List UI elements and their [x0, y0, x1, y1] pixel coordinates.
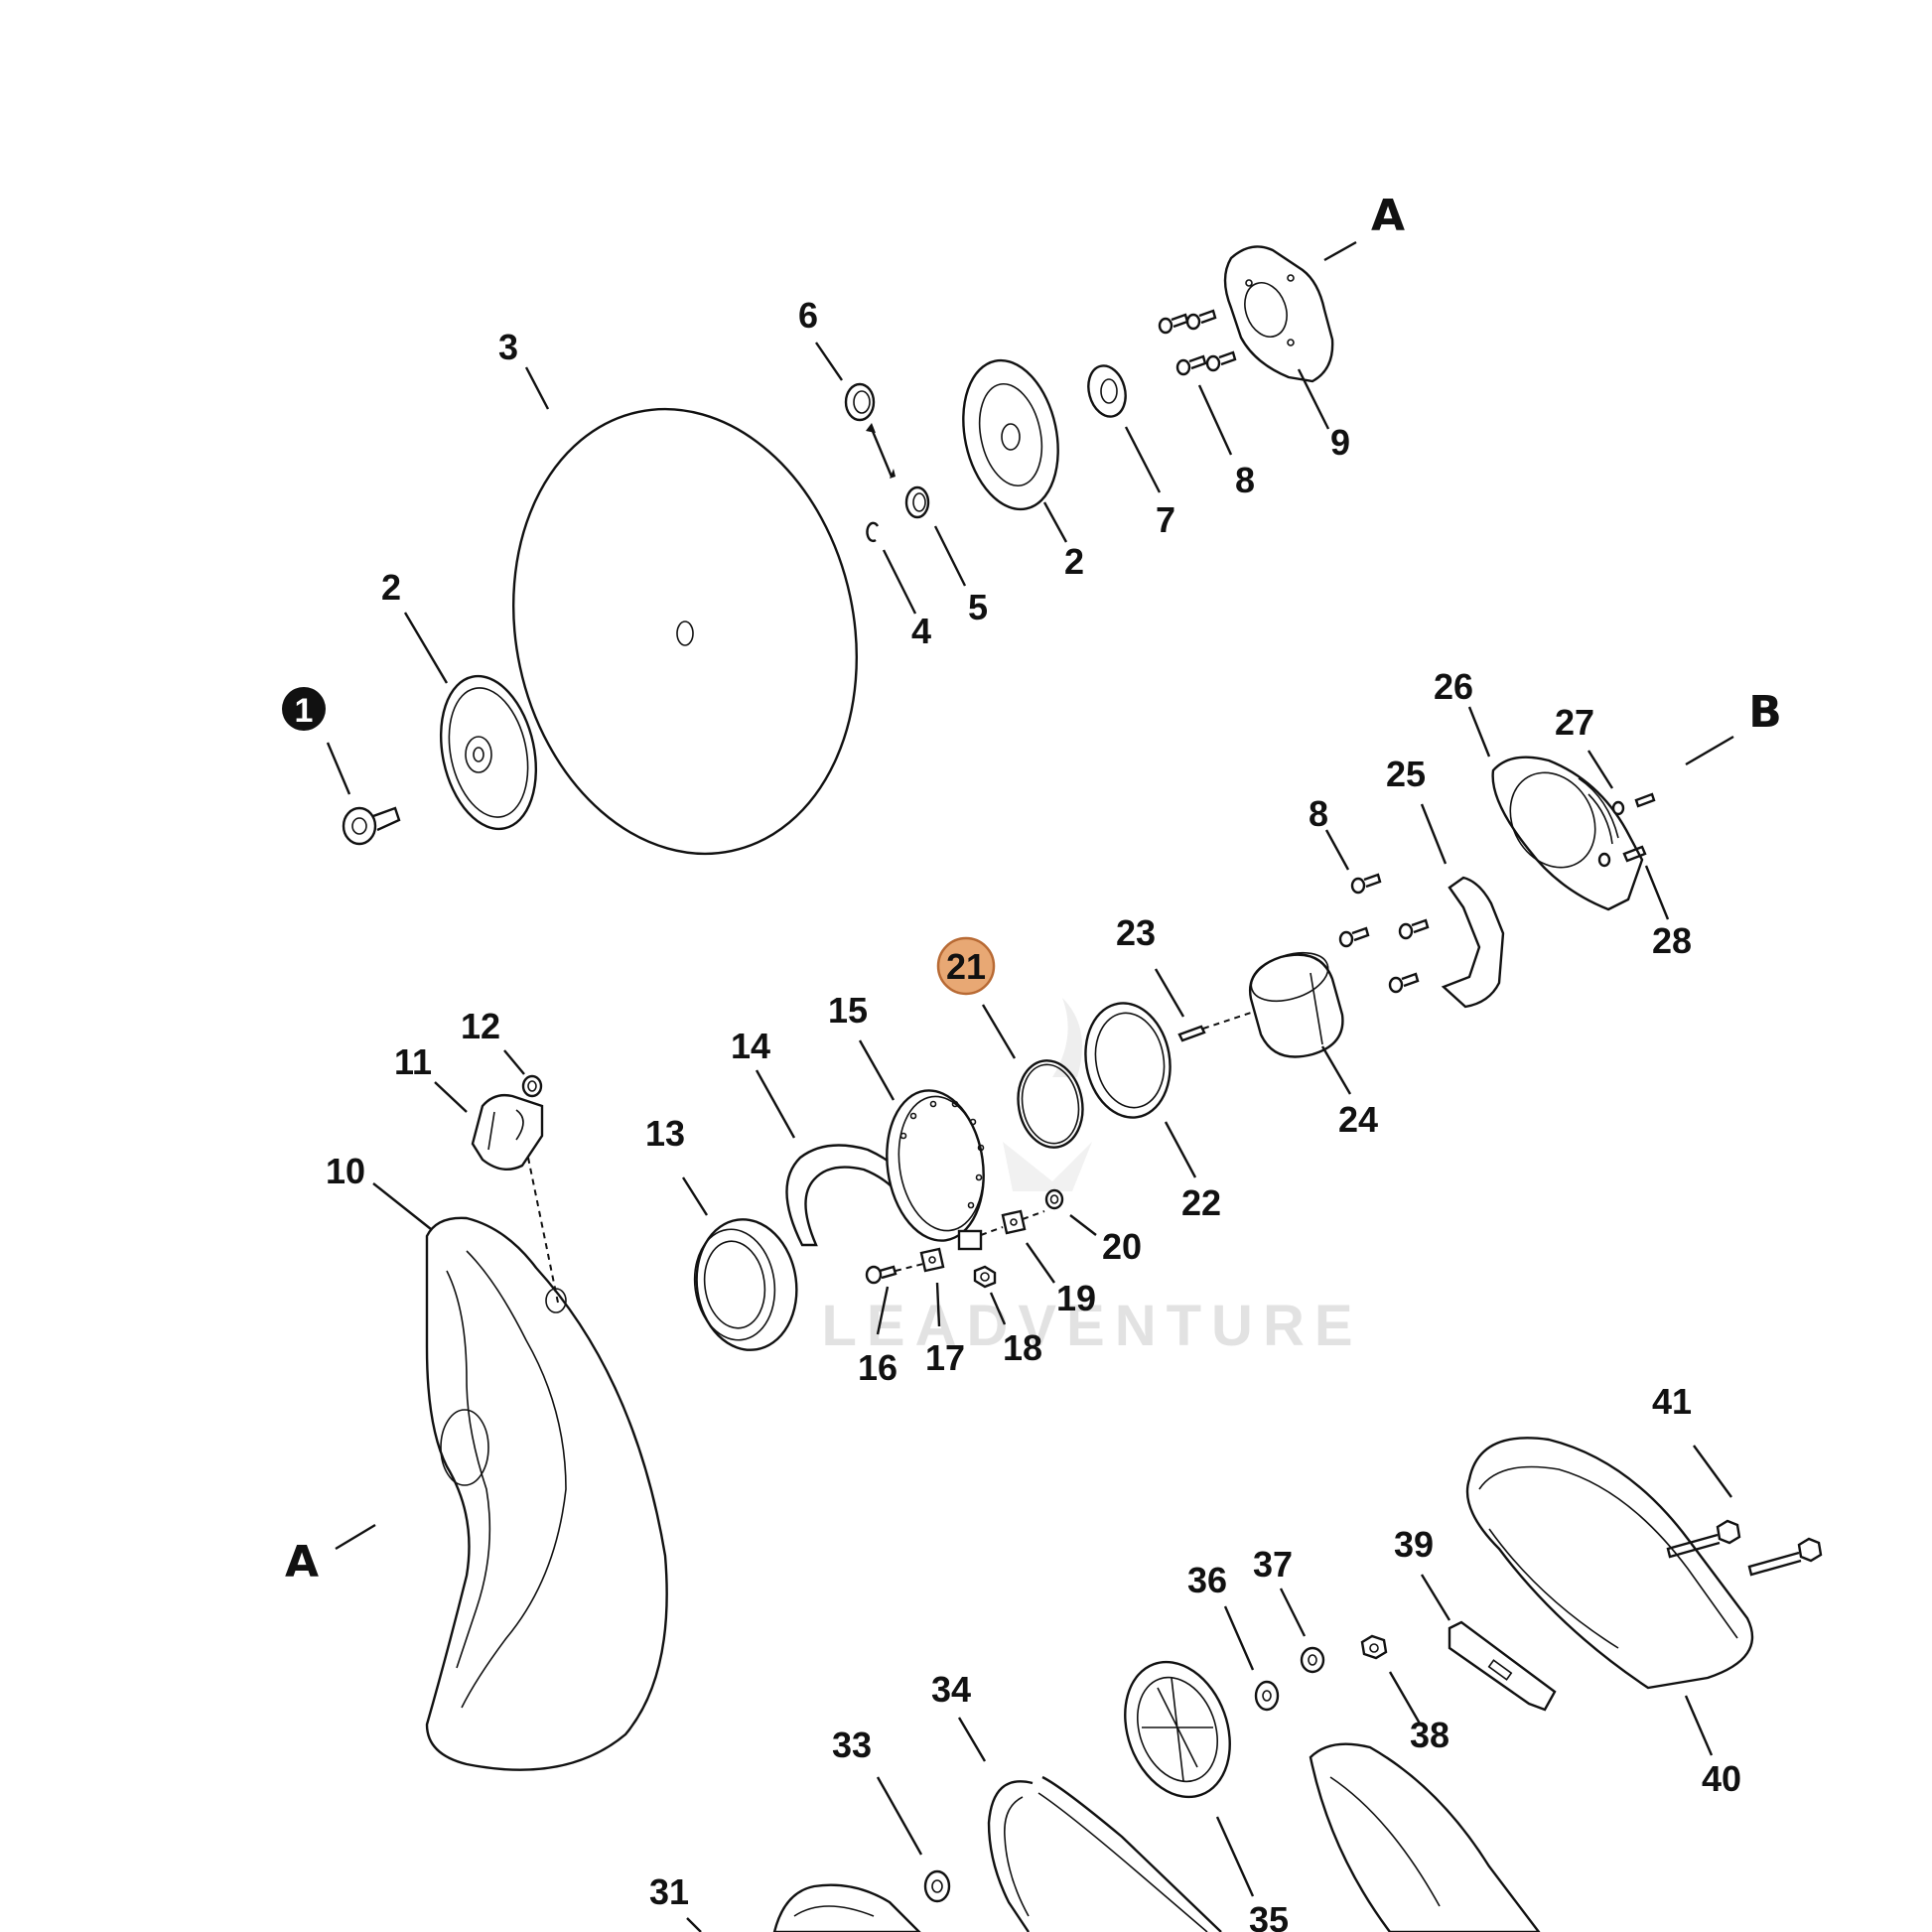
label-24: 24: [1338, 1099, 1378, 1140]
part-11-bracket[interactable]: [471, 1093, 544, 1172]
part-13-seal[interactable]: [688, 1213, 805, 1357]
part-36-washer[interactable]: [1254, 1680, 1280, 1712]
watermark-logo: [1003, 998, 1092, 1191]
label-2-right: 2: [1064, 541, 1084, 582]
part-8-screws-top[interactable]: [1158, 309, 1237, 376]
part-9-mounting-plate[interactable]: [1223, 245, 1334, 383]
part-lower-housing[interactable]: [1309, 1742, 1541, 1932]
label-39: 39: [1394, 1524, 1434, 1565]
label-15: 15: [828, 990, 868, 1031]
part-19-square-nut[interactable]: [1001, 1209, 1027, 1235]
part-24-drum-bushing[interactable]: [1245, 944, 1344, 1058]
label-11: 11: [394, 1041, 432, 1082]
label-23: 23: [1116, 912, 1156, 953]
part-38-nut[interactable]: [1360, 1634, 1388, 1660]
label-20: 20: [1102, 1226, 1142, 1267]
part-6-bushing[interactable]: [844, 382, 876, 422]
part-39-tension-plate[interactable]: [1448, 1620, 1557, 1712]
watermark-text: LEADVENTURE: [821, 1294, 1362, 1358]
part-20-nut[interactable]: [1044, 1188, 1064, 1210]
label-36: 36: [1187, 1560, 1227, 1600]
part-16-screw[interactable]: [865, 1265, 897, 1285]
part-22-ring[interactable]: [1077, 997, 1179, 1125]
part-15-retaining-ring[interactable]: [878, 1084, 993, 1251]
label-27: 27: [1555, 702, 1594, 743]
label-8-middle: 8: [1309, 793, 1328, 834]
label-31: 31: [649, 1871, 689, 1912]
label-17: 17: [925, 1337, 965, 1378]
label-9: 9: [1330, 422, 1350, 463]
part-1-arbor-bolt[interactable]: [342, 806, 401, 846]
label-3: 3: [498, 327, 518, 367]
label-28: 28: [1652, 920, 1692, 961]
label-41: 41: [1652, 1381, 1692, 1422]
label-6: 6: [798, 295, 818, 336]
label-25: 25: [1386, 754, 1426, 794]
part-17-square-nut[interactable]: [919, 1247, 945, 1273]
section-label-a-top: A: [1371, 191, 1405, 241]
callout-1-circle: [282, 687, 326, 731]
part-18-hex-nut[interactable]: [973, 1265, 997, 1289]
part-23-pin[interactable]: [1177, 1025, 1206, 1042]
label-22: 22: [1181, 1182, 1221, 1223]
part-26-belt-guard[interactable]: [1491, 756, 1644, 911]
part-8-screws-middle[interactable]: [1338, 873, 1430, 994]
part-4-circlip[interactable]: [866, 521, 880, 542]
part-37-washer[interactable]: [1300, 1646, 1325, 1674]
label-33: 33: [832, 1725, 872, 1765]
label-5: 5: [968, 587, 988, 627]
part-2-outer-flange[interactable]: [428, 667, 549, 838]
label-12: 12: [461, 1006, 500, 1046]
part-7-washer[interactable]: [1083, 361, 1131, 421]
part-21-o-ring[interactable]: [1012, 1055, 1089, 1153]
part-33-washer[interactable]: [923, 1869, 951, 1903]
label-4: 4: [911, 611, 931, 651]
label-19: 19: [1056, 1278, 1096, 1318]
label-26: 26: [1434, 666, 1473, 707]
label-8-top: 8: [1235, 460, 1255, 500]
callout-21-highlight[interactable]: [936, 936, 996, 996]
part-3-cutting-blade[interactable]: [474, 377, 897, 887]
label-13: 13: [645, 1113, 685, 1154]
part-34-drive-belt[interactable]: [987, 1775, 1222, 1932]
section-label-a-left: A: [285, 1537, 319, 1587]
part-5-bushing[interactable]: [904, 485, 930, 519]
label-37: 37: [1253, 1544, 1293, 1585]
label-21: 21: [946, 946, 986, 987]
part-10-guard-arm[interactable]: [425, 1216, 668, 1771]
part-2-inner-flange[interactable]: [950, 351, 1071, 518]
part-25-guard-bracket[interactable]: [1441, 876, 1505, 1009]
label-18: 18: [1003, 1327, 1042, 1368]
callout-1-text: 1: [295, 692, 314, 730]
section-label-b: B: [1748, 687, 1782, 738]
label-40: 40: [1702, 1758, 1741, 1799]
part-screw-b-side[interactable]: [1634, 792, 1656, 808]
label-35: 35: [1249, 1899, 1289, 1932]
part-12-screw[interactable]: [521, 1074, 543, 1098]
label-38: 38: [1410, 1715, 1449, 1755]
label-14: 14: [731, 1026, 770, 1066]
label-2-left: 2: [381, 567, 401, 608]
part-27-washer[interactable]: [1597, 800, 1625, 868]
part-31-cover[interactable]: [772, 1883, 921, 1932]
part-28-screw[interactable]: [1622, 845, 1647, 863]
label-10: 10: [326, 1151, 365, 1191]
part-41-screws[interactable]: [1666, 1519, 1823, 1577]
label-34: 34: [931, 1669, 971, 1710]
label-16: 16: [858, 1347, 897, 1388]
label-7: 7: [1156, 499, 1175, 540]
part-40-belt-guard-cover[interactable]: [1465, 1437, 1754, 1690]
part-35-pulley[interactable]: [1107, 1647, 1248, 1812]
